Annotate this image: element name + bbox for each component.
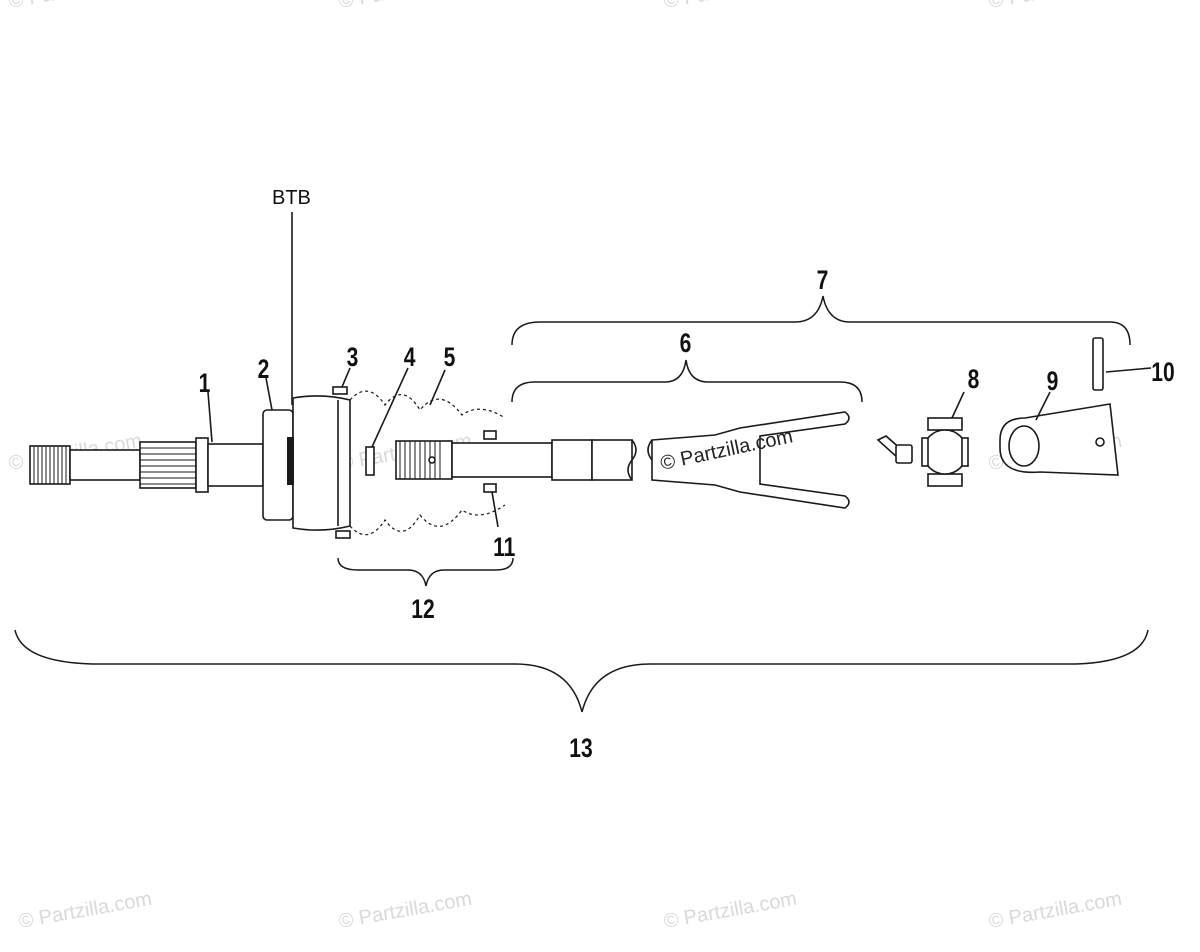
part-3-clamps — [332, 386, 351, 539]
callout-6: 6 — [680, 329, 692, 359]
watermark-bot-1: © Partzilla.com — [17, 888, 154, 933]
callout-1: 1 — [199, 369, 211, 399]
watermark-bot-3: © Partzilla.com — [662, 888, 799, 933]
part-6-shaft-yoke: © Partzilla.com — [395, 411, 850, 509]
watermark-top-2: © Partzilla.com — [337, 0, 474, 13]
part-2-cv-housing — [262, 395, 351, 531]
brace-12 — [337, 557, 514, 587]
watermark-top-3: © Partzilla.com — [662, 0, 799, 13]
part-8-cross-fitting — [876, 417, 969, 487]
btb-label: BTB — [272, 187, 311, 209]
callout-5: 5 — [444, 343, 456, 373]
callout-11: 11 — [493, 533, 515, 563]
part-4-circlip — [365, 446, 375, 476]
part-11-clamp — [483, 430, 497, 493]
callout-13: 13 — [569, 734, 592, 764]
leader-lines — [207, 367, 1152, 528]
part-9-yoke — [999, 403, 1119, 476]
callouts: 1 2 3 4 5 6 7 8 9 10 11 12 13 — [199, 266, 1175, 764]
part-10-pin — [1092, 337, 1104, 391]
brace-13 — [14, 629, 1149, 713]
part-5-boot — [349, 390, 506, 536]
callout-9: 9 — [1047, 367, 1059, 397]
watermark-bot-4: © Partzilla.com — [987, 888, 1124, 933]
callout-4: 4 — [404, 343, 416, 373]
watermark-top-4: © Partzilla.com — [987, 0, 1124, 13]
callout-8: 8 — [968, 365, 980, 395]
callout-2: 2 — [258, 355, 270, 385]
callout-12: 12 — [411, 595, 434, 625]
part-1-stub-shaft — [29, 437, 264, 493]
callout-7: 7 — [817, 266, 829, 296]
watermark-top-1: © Partzilla.com — [7, 0, 144, 13]
braces — [14, 295, 1149, 713]
watermark-bot-2: © Partzilla.com — [337, 888, 474, 933]
brace-6 — [511, 359, 863, 403]
callout-3: 3 — [347, 343, 359, 373]
callout-10: 10 — [1151, 358, 1174, 388]
brace-7 — [511, 295, 1131, 346]
